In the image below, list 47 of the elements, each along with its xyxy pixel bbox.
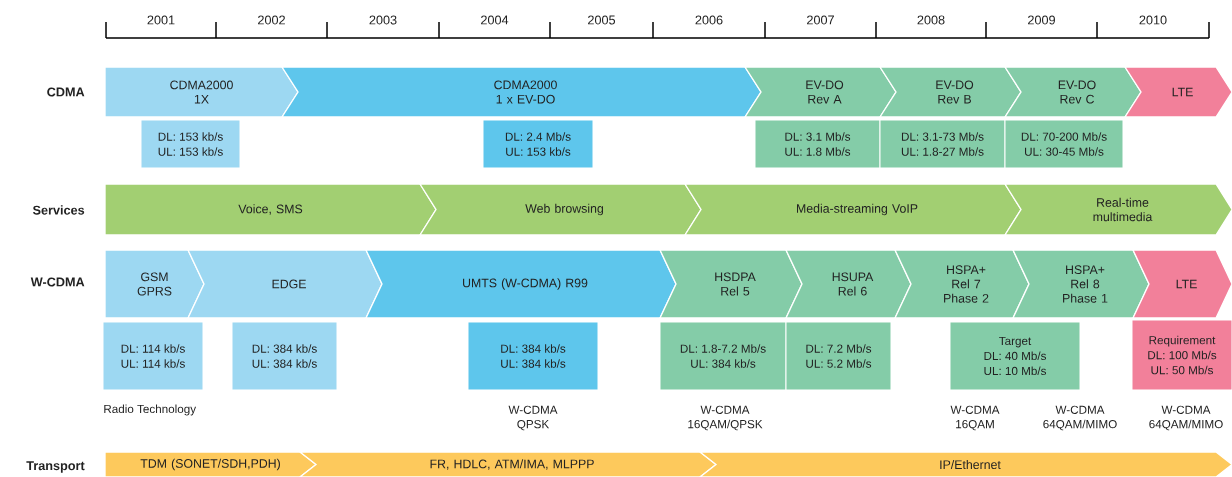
phase-band: Web browsing (418, 183, 702, 236)
year-label: 2008 (917, 15, 945, 25)
data-rate-box: DL: 153 kb/s UL: 153 kb/s (140, 119, 241, 169)
technology-note: W-CDMA 64QAM/MIMO (1043, 405, 1117, 431)
technology-note: W-CDMA 16QAM (950, 405, 1000, 431)
row-label: Services (32, 205, 85, 215)
row-label: W-CDMA (30, 277, 85, 287)
phase-band: UMTS (W-CDMA) R99 (364, 249, 677, 319)
year-label: 2006 (695, 15, 723, 25)
year-label: 2009 (1028, 15, 1055, 25)
phase-band: Real-time multimedia (1003, 183, 1232, 236)
year-label: 2007 (807, 15, 834, 25)
phase-band: LTE (1131, 249, 1232, 319)
data-rate-box: DL: 3.1 Mb/s UL: 1.8 Mb/s (754, 119, 881, 169)
year-label: 2005 (588, 15, 616, 25)
data-rate-box: DL: 2.4 Mb/s UL: 153 kb/s (482, 119, 594, 169)
data-rate-box: DL: 114 kb/s UL: 114 kb/s (102, 321, 204, 391)
node-label: IP/Ethernet (940, 459, 1001, 470)
node-label: TDM (SONET/SDH,PDH) (140, 458, 280, 471)
row-label: CDMA (47, 87, 85, 97)
year-label: 2001 (147, 15, 175, 25)
technology-note: W-CDMA 16QAM/QPSK (688, 405, 763, 431)
year-label: 2003 (369, 15, 397, 25)
phase-band: TDM (SONET/SDH,PDH) (104, 451, 318, 477)
data-rate-box: DL: 384 kb/s UL: 384 kb/s (231, 321, 338, 391)
data-rate-box: DL: 1.8-7.2 Mb/s UL: 384 kb/s (659, 321, 787, 391)
phase-band: Voice, SMS (104, 183, 437, 236)
row-label: Transport (26, 461, 85, 473)
data-rate-box: DL: 3.1-73 Mb/s UL: 1.8-27 Mb/s (879, 119, 1006, 169)
data-rate-box: DL: 384 kb/s UL: 384 kb/s (467, 321, 599, 391)
phase-band: IP/Ethernet (698, 451, 1232, 477)
year-label: 2010 (1139, 15, 1167, 25)
phase-band: Media-streaming VoIP (683, 183, 1022, 236)
technology-note: W-CDMA QPSK (508, 405, 558, 431)
data-rate-box: Requirement DL: 100 Mb/s UL: 50 Mb/s (1131, 319, 1232, 391)
phase-band: EDGE (186, 249, 383, 319)
data-rate-box: DL: 7.2 Mb/s UL: 5.2 Mb/s (785, 321, 892, 391)
technology-note: W-CDMA 64QAM/MIMO (1149, 405, 1223, 431)
node-label: Real-time multimedia (1093, 197, 1153, 222)
phase-band: LTE (1123, 66, 1232, 118)
data-rate-box: DL: 70-200 Mb/s UL: 30-45 Mb/s (1004, 119, 1124, 169)
year-label: 2002 (258, 15, 285, 25)
year-label: 2004 (481, 15, 509, 25)
phase-band: GSM GPRS (104, 249, 205, 319)
node-label: FR, HDLC, ATM/IMA, MLPPP (430, 459, 594, 470)
technology-note: Radio Technology (104, 404, 197, 416)
data-rate-box: Target DL: 40 Mb/s UL: 10 Mb/s (949, 321, 1081, 391)
